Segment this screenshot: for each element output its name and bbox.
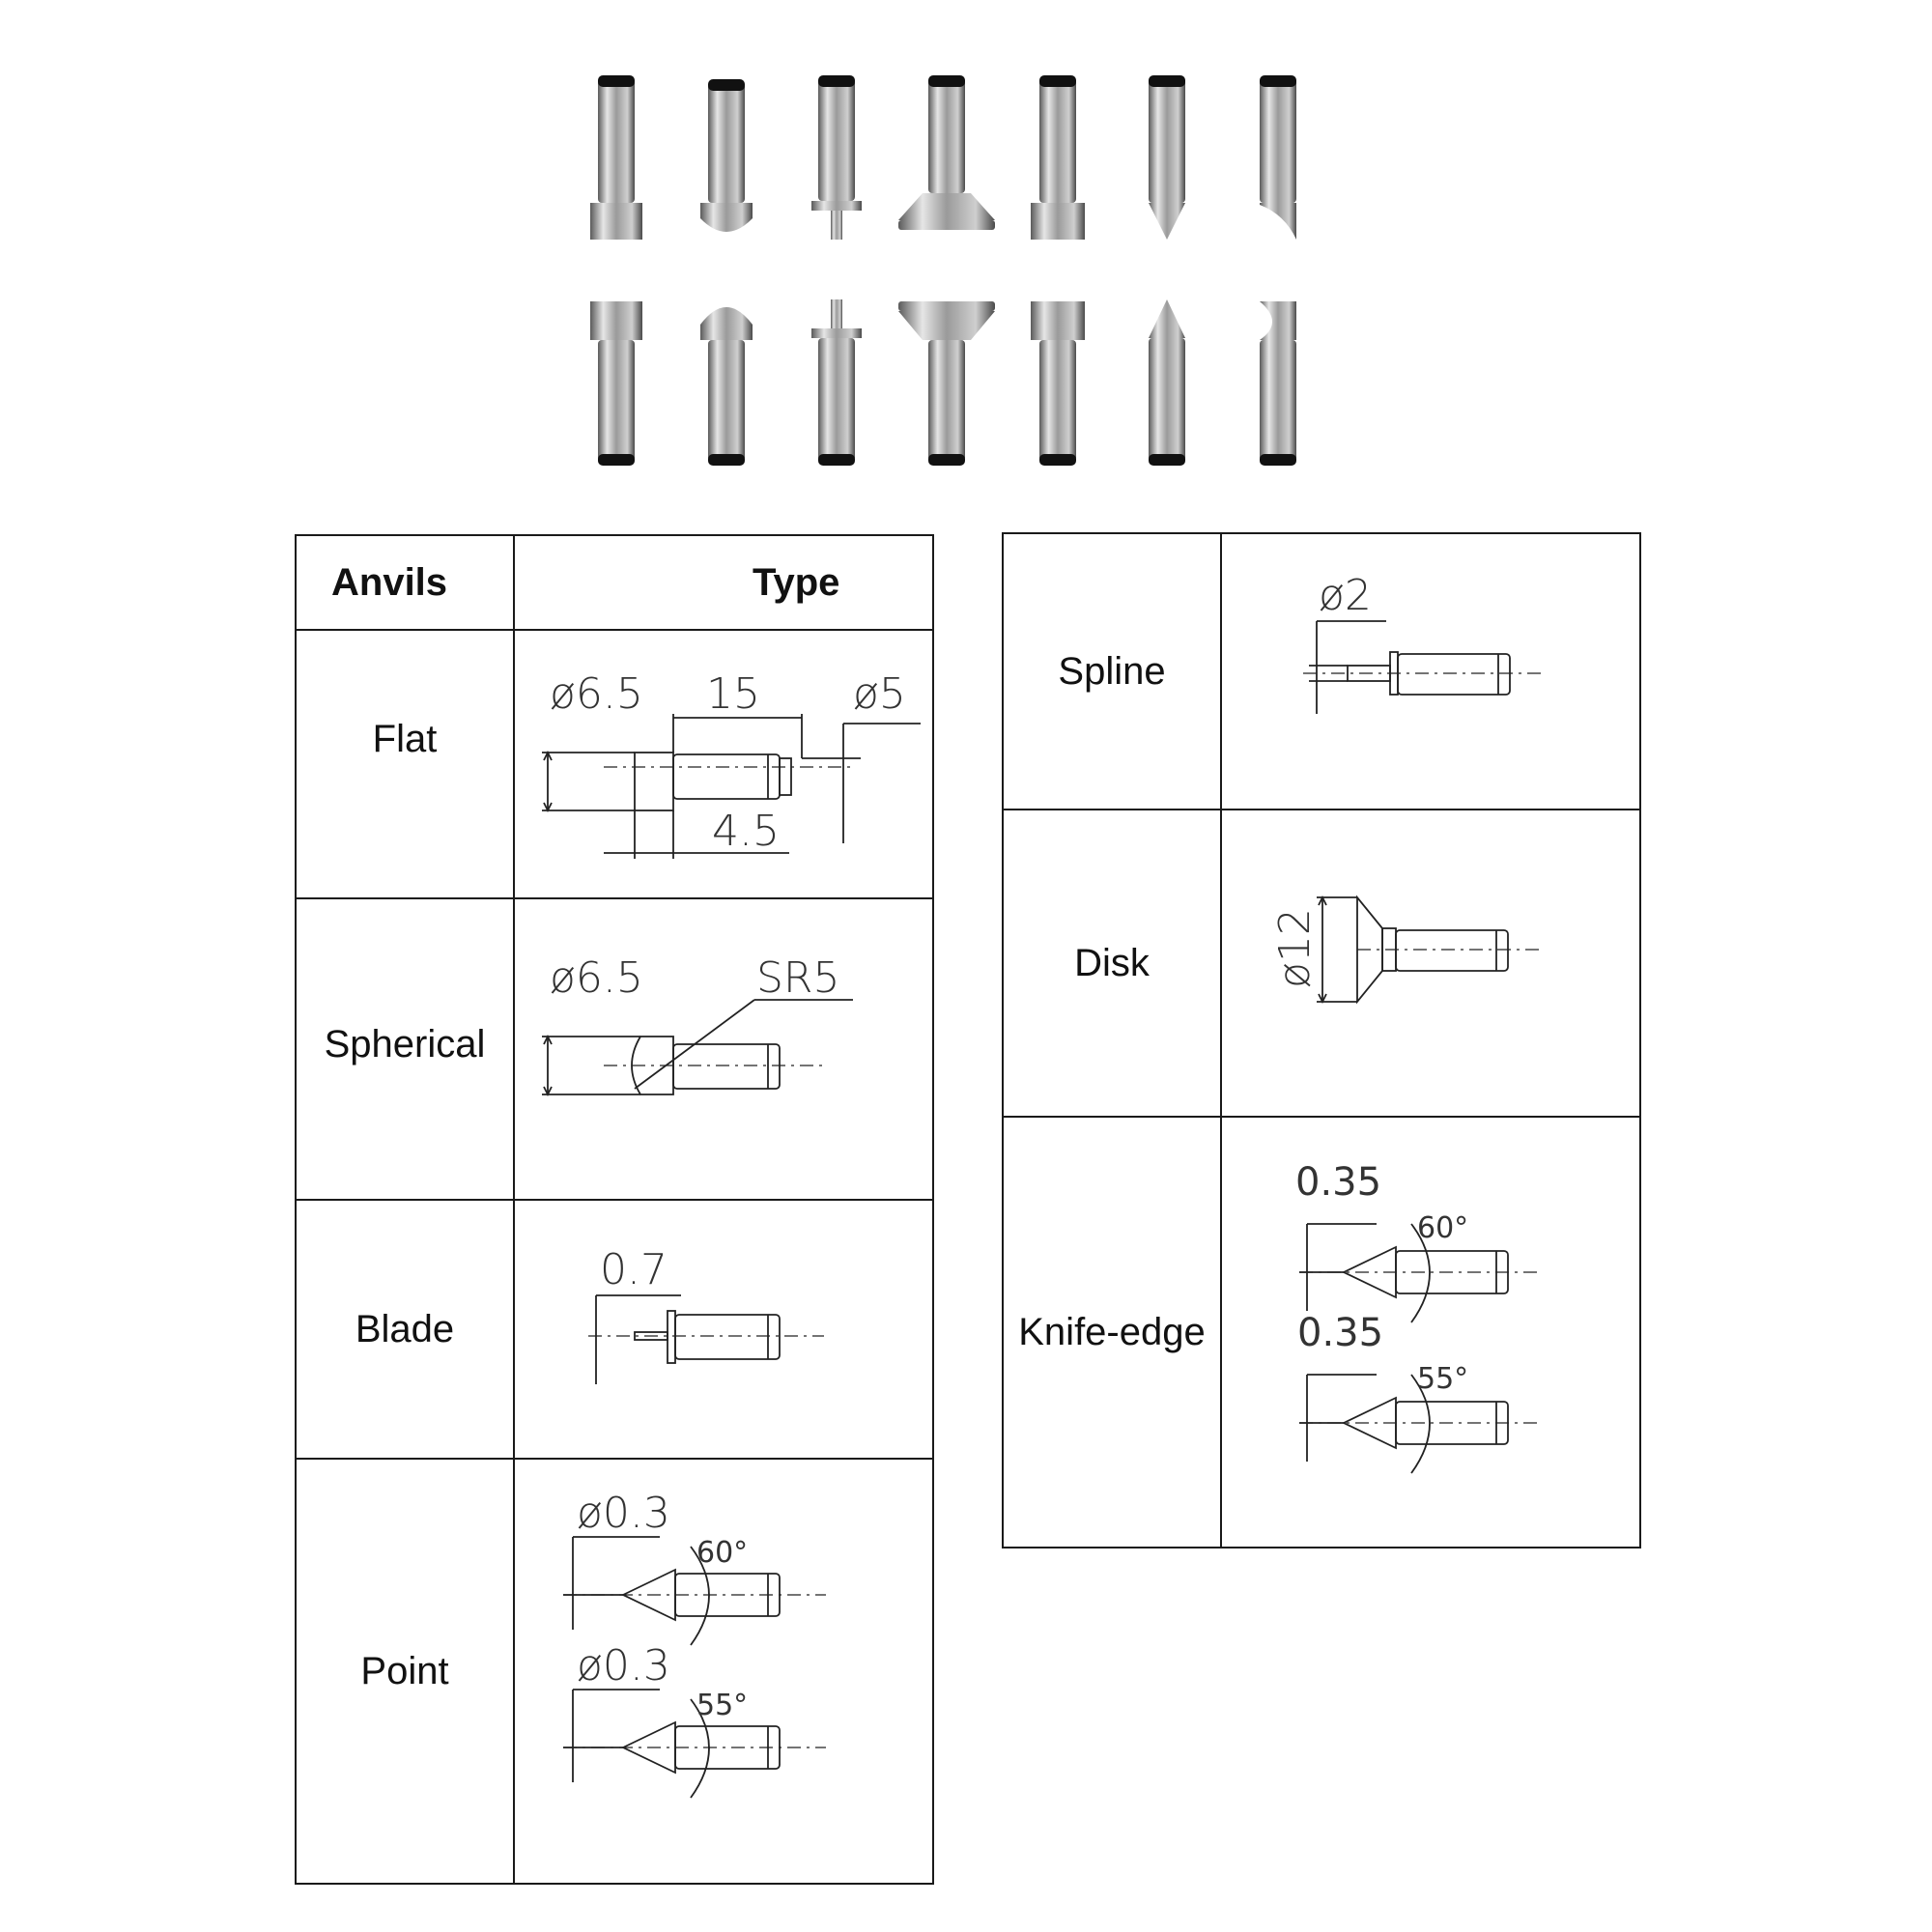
spline-drawing: ø2: [1220, 532, 1641, 810]
photo-bottom-knife-edge: [1260, 301, 1296, 466]
anvil-name-point: Point: [295, 1458, 515, 1885]
anvil-name-disk: Disk: [1002, 809, 1222, 1118]
table-row-blade: Blade 0.7: [295, 1199, 934, 1460]
flat-dim-tip-diameter: ø5: [853, 669, 906, 719]
flat-dim-diameter: ø6.5: [550, 669, 643, 719]
photo-bottom-spline: [811, 299, 862, 466]
spherical-dim-diameter: ø6.5: [550, 953, 643, 1003]
photo-top-disk: [898, 75, 995, 230]
photo-top-point: [1149, 75, 1185, 240]
anvil-name-flat: Flat: [295, 629, 515, 899]
anvil-name-knife-edge: Knife-edge: [1002, 1116, 1222, 1548]
point-dim-diameter-2: ø0.3: [577, 1641, 670, 1690]
photo-top-spherical: [700, 79, 753, 232]
table-row-spline: Spline ø2: [1002, 532, 1641, 810]
knife-edge-dim-angle-2: 55°: [1417, 1362, 1468, 1396]
anvil-name-spherical: Spherical: [295, 897, 515, 1201]
disk-dim-diameter: ø12: [1270, 908, 1320, 988]
photo-bottom-blade: [1031, 301, 1085, 466]
table-row-spherical: Spherical ø6.5 SR5: [295, 897, 934, 1201]
anvil-photos: [590, 75, 1296, 466]
photo-top-flat: [590, 75, 642, 240]
spherical-drawing: ø6.5 SR5: [513, 897, 934, 1201]
table-row-knife-edge: Knife-edge 0.35 60°: [1002, 1116, 1641, 1548]
photo-top-blade: [1031, 75, 1085, 240]
type-header: Type: [513, 534, 934, 631]
point-drawing: ø0.3 60° ø0.3 55°: [513, 1458, 934, 1885]
point-dim-angle-2: 55°: [696, 1689, 748, 1722]
disk-drawing: ø12: [1220, 809, 1641, 1118]
photo-bottom-flat: [590, 301, 642, 466]
spherical-dim-radius: SR5: [756, 953, 840, 1003]
knife-edge-dim-angle-1: 60°: [1417, 1211, 1468, 1245]
flat-dim-length: 15: [706, 669, 760, 719]
anvil-name-blade: Blade: [295, 1199, 515, 1460]
anvils-table-right: Spline ø2 Disk: [1002, 532, 1641, 1548]
table-row-point: Point ø0.3 60°: [295, 1458, 934, 1885]
knife-edge-drawing: 0.35 60° 0.35 55°: [1220, 1116, 1641, 1548]
anvils-header: Anvils: [295, 534, 515, 631]
knife-edge-dim-width-2: 0.35: [1297, 1311, 1383, 1355]
flat-drawing: ø6.5 15 ø5 4.5: [513, 629, 934, 899]
photo-top-spline: [811, 75, 862, 240]
photo-bottom-point: [1149, 299, 1185, 466]
blade-dim-thickness: 0.7: [600, 1245, 668, 1294]
blade-drawing: 0.7: [513, 1199, 934, 1460]
point-dim-angle-1: 60°: [696, 1536, 748, 1570]
knife-edge-dim-width-1: 0.35: [1295, 1160, 1381, 1205]
photo-bottom-disk: [898, 301, 995, 466]
spline-dim-diameter: ø2: [1319, 571, 1372, 620]
table-row-flat: Flat ø6.5: [295, 629, 934, 899]
table-row-disk: Disk ø12: [1002, 809, 1641, 1118]
photo-top-knife-edge: [1260, 75, 1296, 240]
anvil-name-spline: Spline: [1002, 532, 1222, 810]
point-dim-diameter-1: ø0.3: [577, 1489, 670, 1538]
flat-dim-head: 4.5: [712, 807, 780, 856]
anvils-table-left: Anvils Type Flat: [295, 534, 934, 1885]
table-header-row: Anvils Type: [295, 534, 934, 631]
photo-bottom-spherical: [700, 307, 753, 466]
